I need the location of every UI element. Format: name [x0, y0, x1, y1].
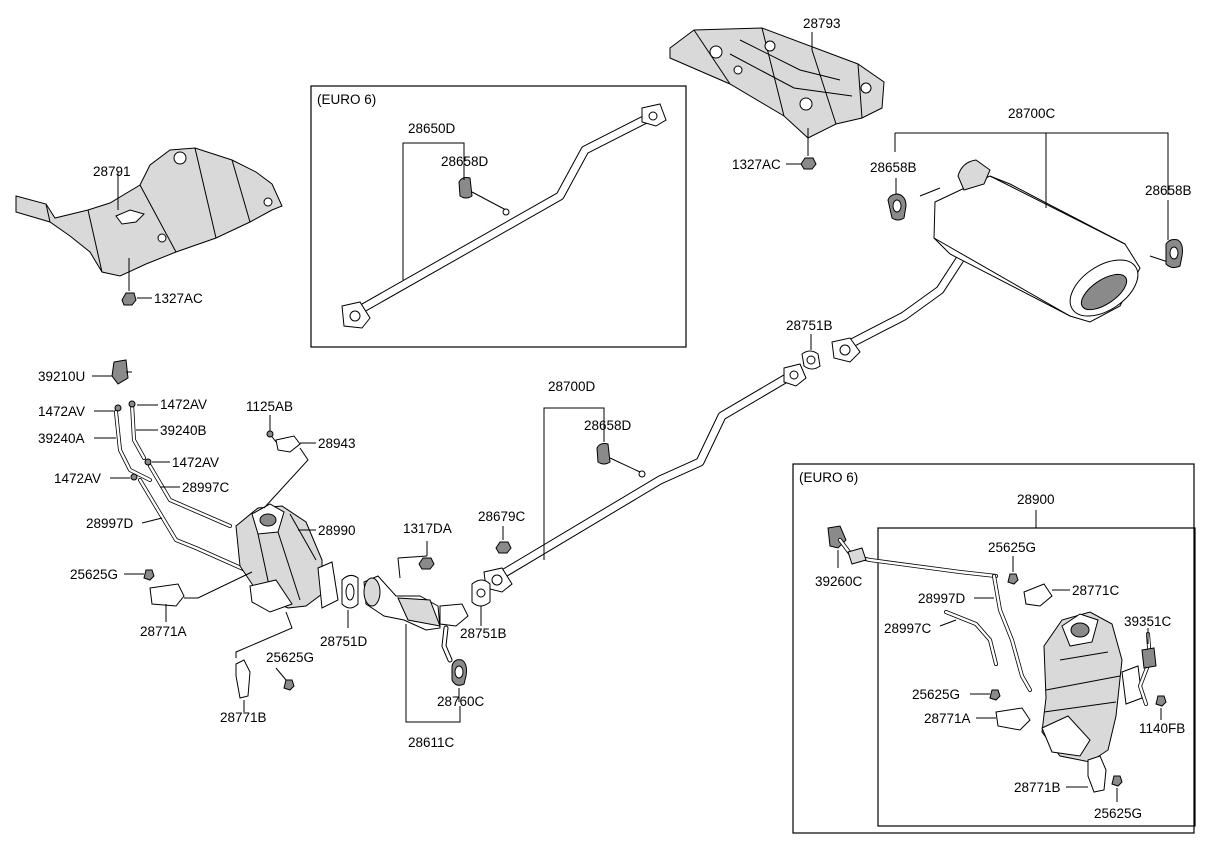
- label-39210u: 39210U: [38, 369, 85, 384]
- label-25625g-d: 25625G: [912, 687, 960, 702]
- center-pipe-28700d: [483, 363, 807, 593]
- label-1327ac-right: 1327AC: [732, 157, 781, 172]
- label-39351c: 39351C: [1124, 614, 1172, 629]
- label-39260c: 39260C: [815, 574, 863, 589]
- nut-1327ac-left: [121, 292, 137, 306]
- euro6-top-panel: [310, 85, 687, 348]
- label-28760c: 28760C: [437, 694, 485, 709]
- label-25625g-a: 25625G: [70, 567, 118, 582]
- gasket-28751b-mid: [471, 579, 491, 607]
- label-28771c: 28771C: [1072, 583, 1120, 598]
- bolt-25625g-c: [1007, 573, 1019, 585]
- bolt-25625g-a: [143, 569, 155, 581]
- label-1327ac-left: 1327AC: [154, 291, 203, 306]
- bolt-25625g-b: [283, 679, 295, 691]
- label-39240a: 39240A: [38, 431, 85, 446]
- hanger-28658b-left: [887, 193, 907, 221]
- oxygen-sensor-39210u: [111, 359, 132, 385]
- sensor-pipe-28997d: [138, 478, 252, 574]
- hanger-28658d-top: [458, 177, 510, 216]
- label-28791: 28791: [93, 164, 131, 179]
- front-pipe-28650d: [341, 103, 667, 329]
- label-28658b-right: 28658B: [1145, 183, 1192, 198]
- bolt-1125ab: [266, 430, 277, 443]
- label-28700c: 28700C: [1008, 106, 1056, 121]
- label-28611c: 28611C: [408, 735, 455, 750]
- label-28997c-b: 28997C: [884, 621, 932, 636]
- label-28997d: 28997D: [86, 516, 134, 531]
- label-28658d-mid: 28658D: [584, 418, 632, 433]
- label-28658d-top: 28658D: [441, 154, 489, 169]
- label-28900: 28900: [1017, 492, 1055, 507]
- euro6-bottom-panel: [792, 463, 1195, 834]
- bolt-25625g-d: [989, 689, 1001, 701]
- bracket-28771b: [235, 659, 251, 699]
- rear-muffler-28700c: [831, 159, 1169, 363]
- label-1125ab: 1125AB: [246, 399, 293, 414]
- bracket-28771a-b: [995, 707, 1031, 731]
- bolt-1140fb: [1155, 695, 1167, 707]
- heat-shield-28793: [669, 27, 885, 139]
- hanger-28760c: [451, 659, 467, 686]
- label-25625g-c: 25625G: [988, 540, 1036, 555]
- euro6-bottom-panel-title: (EURO 6): [799, 470, 858, 485]
- gasket-28751d: [341, 574, 359, 609]
- label-1472av-b: 1472AV: [160, 397, 207, 412]
- label-28771a: 28771A: [140, 624, 187, 639]
- label-39240b: 39240B: [160, 423, 207, 438]
- heat-shield-28791: [15, 147, 283, 277]
- label-28771b-b: 28771B: [1014, 780, 1061, 795]
- sensor-pipe-28997c-b: [944, 610, 998, 666]
- nut-28679c: [495, 541, 512, 554]
- label-28679c: 28679C: [478, 509, 526, 524]
- clip-1472av-c: [144, 458, 152, 466]
- label-1317da: 1317DA: [403, 521, 452, 536]
- front-pipe-28611c: [363, 575, 469, 663]
- label-28751b-top: 28751B: [786, 318, 833, 333]
- bracket-28771b-b: [1087, 755, 1107, 793]
- label-28943: 28943: [318, 436, 356, 451]
- sensor-pipe-28997d-b: [992, 574, 1032, 692]
- label-25625g-e: 25625G: [1094, 806, 1142, 821]
- sensor-pipe-28997c: [148, 464, 232, 528]
- label-28997d-b: 28997D: [918, 591, 966, 606]
- label-28650d: 28650D: [408, 121, 456, 136]
- catalytic-converter-28990: [235, 503, 339, 613]
- label-28771b: 28771B: [220, 710, 267, 725]
- label-28997c: 28997C: [182, 480, 230, 495]
- bracket-28771a: [149, 583, 185, 607]
- clip-1472av-a: [114, 404, 122, 412]
- label-28751b-mid: 28751B: [460, 626, 507, 641]
- nox-sensor-39260c: [827, 525, 998, 578]
- clip-1472av-d: [130, 473, 138, 481]
- nut-1317da: [418, 557, 435, 570]
- gasket-28751b-top: [801, 350, 821, 370]
- label-28793: 28793: [803, 16, 841, 31]
- hanger-28658d-mid: [596, 443, 646, 478]
- bracket-28771c: [1023, 583, 1053, 607]
- label-28771a-b: 28771A: [924, 711, 971, 726]
- label-28658b-left: 28658B: [870, 160, 917, 175]
- sensor-wire-39240b: [130, 402, 146, 460]
- label-28751d: 28751D: [320, 634, 368, 649]
- bolt-25625g-e: [1111, 775, 1123, 787]
- label-1140fb: 1140FB: [1139, 721, 1185, 736]
- label-1472av-d: 1472AV: [54, 471, 101, 486]
- temp-sensor-39351c: [1138, 632, 1157, 706]
- sensor-wire-39240a: [114, 410, 152, 482]
- euro6-top-panel-title: (EURO 6): [317, 92, 376, 107]
- clip-1472av-b: [128, 400, 136, 408]
- label-1472av-c: 1472AV: [172, 455, 219, 470]
- label-28700d: 28700D: [548, 379, 596, 394]
- label-1472av-a: 1472AV: [38, 404, 85, 419]
- label-25625g-b: 25625G: [266, 650, 314, 665]
- bracket-28943: [275, 435, 301, 453]
- catalytic-converter-assembly-28900: [1041, 611, 1143, 763]
- label-28990: 28990: [318, 523, 356, 538]
- nut-1327ac-right: [800, 157, 817, 170]
- hanger-28658b-right: [1165, 239, 1183, 269]
